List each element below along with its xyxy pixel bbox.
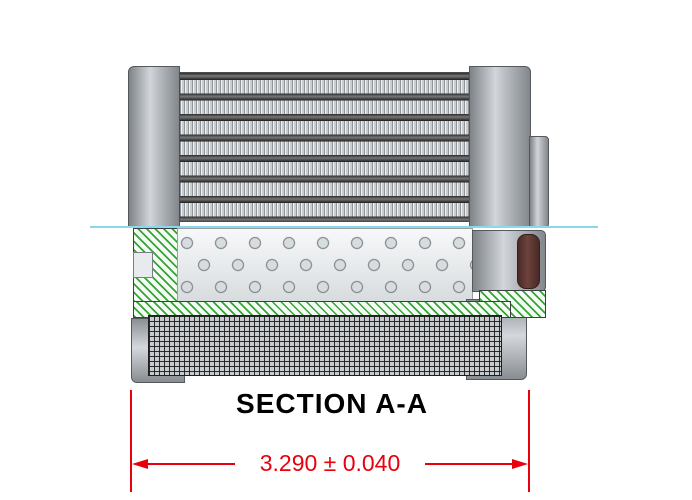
left-end-cap-notch xyxy=(133,252,153,278)
dimension-arrow-right-icon xyxy=(512,459,528,469)
o-ring-seal xyxy=(517,234,540,289)
centerline xyxy=(90,226,598,228)
section-label: SECTION A-A xyxy=(236,388,428,419)
perforated-core-tube xyxy=(177,228,473,302)
right-end-cap xyxy=(469,66,531,228)
left-end-cap xyxy=(128,66,180,228)
pleated-filter-media xyxy=(179,72,470,222)
mesh-support-hatch xyxy=(133,301,511,318)
extension-line-right xyxy=(528,390,530,492)
dimension-line-right xyxy=(425,463,521,465)
dimension-line-left xyxy=(140,463,236,465)
right-end-cap-step xyxy=(529,136,549,228)
dimension-text: 3.290 ± 0.040 xyxy=(235,450,425,477)
extension-line-left xyxy=(130,390,132,492)
wire-mesh-screen xyxy=(148,315,502,376)
